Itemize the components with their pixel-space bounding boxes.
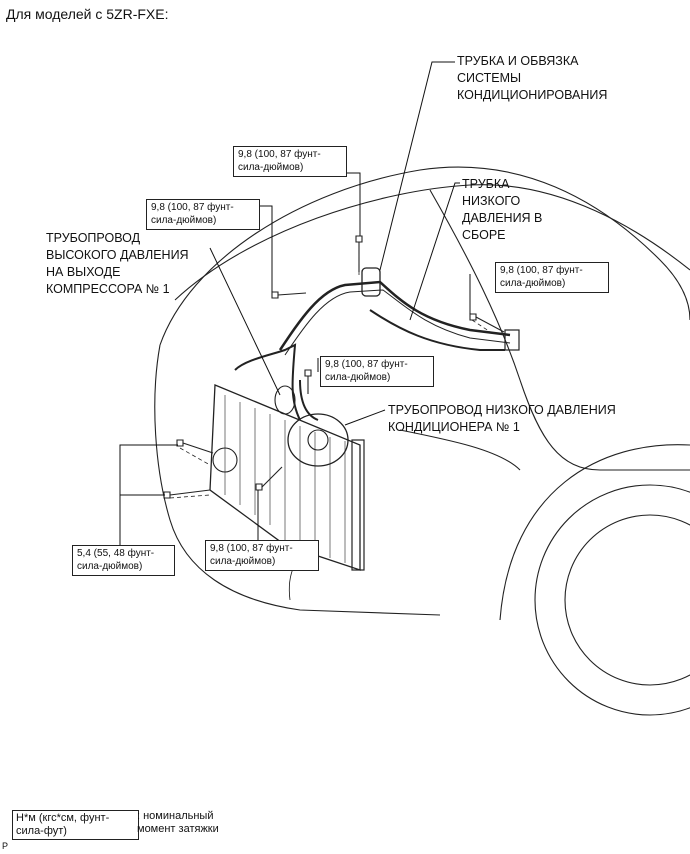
wheel-outer (534, 484, 690, 716)
hood-edge (174, 184, 690, 301)
callout-piping-harness: ТРУБКА И ОБВЯЗКА СИСТЕМЫ КОНДИЦИОНИРОВАН… (457, 54, 608, 102)
leader-low-pressure-tube (409, 182, 460, 321)
leader-t6 (119, 444, 178, 545)
torque-spec-6: 5,4 (55, 48 фунт- сила-дюймов) (72, 545, 175, 576)
corner-mark: P (2, 841, 9, 851)
bolt-icon-4 (304, 369, 312, 394)
condenser (209, 384, 361, 571)
callout-suction-hose: ТРУБОПРОВОД НИЗКОГО ДАВЛЕНИЯ КОНДИЦИОНЕР… (388, 403, 616, 434)
discharge-hose-line (234, 343, 301, 421)
torque-spec-2: 9,8 (100, 87 фунт- сила-дюймов) (146, 199, 260, 230)
suction-hose-line (299, 379, 319, 421)
legend-unit-box: Н*м (кгс*см, фунт- сила-фут) (12, 810, 139, 840)
torque-spec-4: 9,8 (100, 87 фунт- сила-дюймов) (320, 356, 434, 387)
bolt-icon-7 (255, 466, 283, 491)
callout-discharge-hose: ТРУБОПРОВОД ВЫСОКОГО ДАВЛЕНИЯ НА ВЫХОДЕ … (46, 231, 189, 296)
leader-piping-harness (379, 61, 455, 271)
bolt-icon-3 (469, 313, 505, 333)
compressor (287, 413, 349, 467)
legend-description: : номинальный момент затяжки (137, 810, 219, 835)
front-bumper (154, 344, 441, 616)
low-pressure-tube-line (369, 309, 505, 351)
page-title: Для моделей с 5ZR-FXE: (6, 6, 169, 22)
wheel-inner (564, 514, 690, 686)
bolt-icon-5 (176, 439, 214, 454)
bolt-icon-2 (271, 291, 307, 299)
hood-outline (159, 166, 690, 346)
leader-discharge-hose (209, 247, 281, 396)
callout-low-pressure-tube: ТРУБКА НИЗКОГО ДАВЛЕНИЯ В СБОРЕ (462, 177, 543, 242)
headlamp-line (399, 429, 521, 471)
torque-spec-1: 9,8 (100, 87 фунт- сила-дюймов) (233, 146, 347, 177)
fender-line (429, 189, 690, 471)
receiver-tank (351, 439, 365, 571)
torque-spec-5: 9,8 (100, 87 фунт- сила-дюймов) (205, 540, 319, 571)
leader-suction-hose (344, 409, 386, 426)
torque-spec-3: 9,8 (100, 87 фунт- сила-дюймов) (495, 262, 609, 293)
wheel-arch (499, 444, 690, 621)
